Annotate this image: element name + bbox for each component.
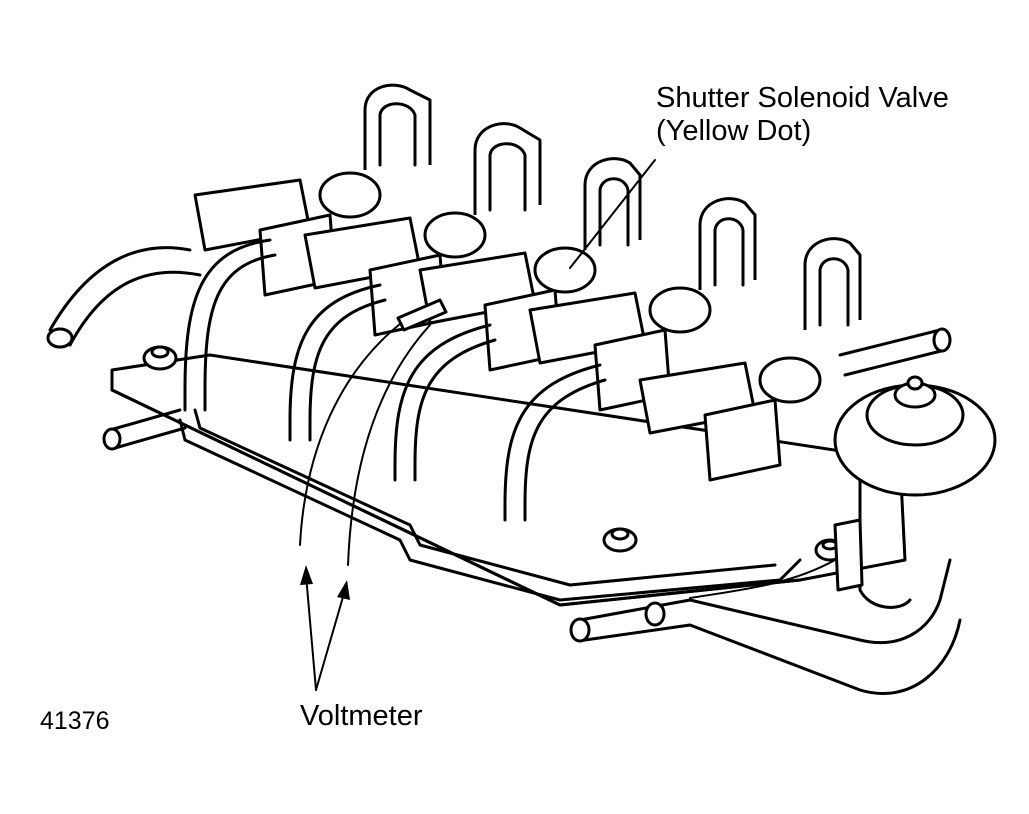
front-lower-pipe <box>578 558 952 645</box>
left-inlet-pipe <box>48 246 192 332</box>
solenoid-valve-5 <box>638 237 862 482</box>
harness-wire <box>689 559 836 599</box>
connector-bracket <box>833 518 864 592</box>
left-lower-pipe <box>108 408 182 432</box>
tube-a-edge <box>203 253 277 412</box>
left-lower-pipe-edge <box>113 426 187 450</box>
front-branch-pipe-end <box>644 601 666 627</box>
bracket-bolt-2 <box>602 527 638 553</box>
vacuum-diaphragm <box>833 375 997 609</box>
voltmeter-leader-2 <box>315 589 346 691</box>
right-hose-end <box>932 327 952 353</box>
left-inlet-pipe-end <box>46 327 74 349</box>
shutter-solenoid-valve-callout: Shutter Solenoid Valve (Yellow Dot) <box>656 82 949 149</box>
tube-b <box>288 283 382 442</box>
right-hose-edge <box>843 348 947 377</box>
tube-d-edge <box>523 378 607 522</box>
left-inlet-pipe-edge <box>68 270 202 347</box>
tube-c-edge <box>413 338 497 482</box>
callout-valve-line2: (Yellow Dot) <box>656 115 812 148</box>
tube-b-edge <box>308 298 387 442</box>
tube-d <box>503 363 602 522</box>
voltmeter-callout: Voltmeter <box>300 700 423 732</box>
meter-lead-clip <box>396 298 448 332</box>
manifold-tube-frame <box>178 418 802 602</box>
right-hose <box>838 328 942 357</box>
front-lower-pipe-end <box>569 617 591 643</box>
tube-c <box>393 323 492 482</box>
front-lower-pipe-edge <box>583 618 962 695</box>
plate-edge <box>110 388 802 607</box>
meter-lead-2 <box>347 324 431 566</box>
solenoid-valve-row <box>193 83 862 482</box>
valve-leader-line <box>569 159 656 269</box>
callout-valve-line1: Shutter Solenoid Valve <box>656 82 949 114</box>
voltmeter-arrowhead-2 <box>337 580 350 600</box>
meter-lead-1 <box>299 319 406 546</box>
voltmeter-arrowhead-1 <box>300 565 313 585</box>
tube-a <box>183 238 272 412</box>
left-lower-pipe-end <box>102 427 122 451</box>
figure-number: 41376 <box>40 707 110 735</box>
bracket-bolt-1 <box>142 345 178 371</box>
manifold-tube-frame-inner <box>193 408 777 587</box>
voltmeter-leader-1 <box>305 574 317 691</box>
